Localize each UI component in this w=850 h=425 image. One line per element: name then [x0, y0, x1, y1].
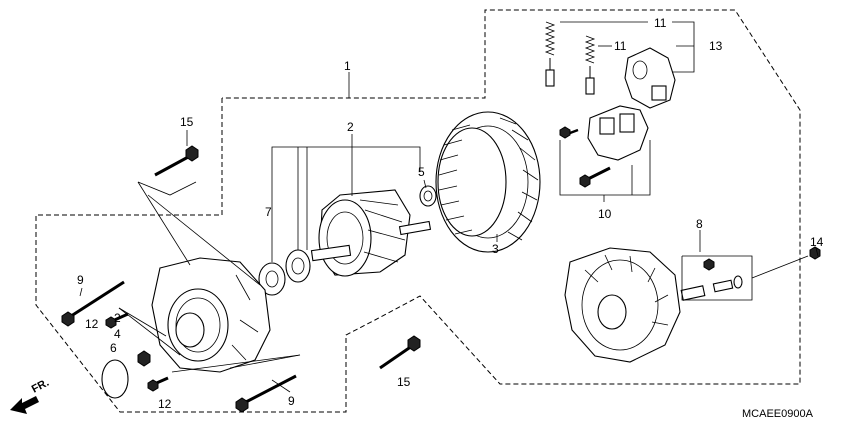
callout-8: 8 [696, 217, 703, 231]
callout-2-rotor: 2 [347, 120, 354, 134]
callout-15-lower: 15 [397, 375, 411, 389]
callout-11-upper: 11 [654, 16, 667, 30]
terminal-kit [680, 258, 743, 301]
callout-12-lower: 12 [158, 397, 172, 411]
brush-holder [624, 47, 676, 109]
rear-bearing [419, 185, 437, 207]
flange-bolt-lower [147, 376, 169, 392]
rectifier-assembly [559, 105, 649, 188]
brush-spring-right [584, 35, 596, 95]
flange-bolt-upper [105, 312, 129, 329]
front-arrow-icon [10, 396, 39, 414]
callout-10: 10 [598, 207, 612, 221]
brush-spring-left [544, 21, 556, 87]
callout-7: 7 [265, 205, 272, 219]
stud-bolt-upper [154, 145, 199, 177]
callout-11-lower: 11 [614, 39, 627, 53]
terminal-nut [809, 246, 821, 260]
through-bolt-upper [61, 280, 125, 327]
diagram-code: MCAEE0900A [742, 408, 814, 420]
through-bolt-lower [235, 374, 297, 413]
callout-9-lower: 9 [288, 394, 295, 408]
front-direction-label: FR. [30, 377, 51, 396]
rotor [310, 189, 432, 277]
callout-4: 4 [114, 327, 121, 341]
callout-6: 6 [110, 341, 117, 355]
callout-3: 3 [492, 242, 499, 256]
stator [435, 111, 541, 253]
bearing-washer [285, 249, 311, 283]
front-bearing [258, 262, 286, 296]
callout-12-upper: 12 [85, 317, 99, 331]
callout-2-housing: 2 [114, 311, 121, 325]
o-ring [101, 359, 129, 399]
front-housing [151, 257, 271, 373]
callout-5: 5 [418, 165, 425, 179]
callout-15-upper: 15 [180, 115, 194, 129]
stud-bolt-lower [379, 335, 421, 370]
rear-housing [564, 247, 681, 363]
callout-14: 14 [810, 235, 824, 249]
leader-lines [79, 21, 819, 393]
callout-1: 1 [344, 59, 351, 73]
callout-13: 13 [709, 39, 723, 53]
front-direction-indicator: FR. [10, 377, 51, 414]
assembly-boundary [35, 9, 801, 413]
callout-9-upper: 9 [77, 273, 84, 287]
pulley-nut [137, 350, 151, 367]
